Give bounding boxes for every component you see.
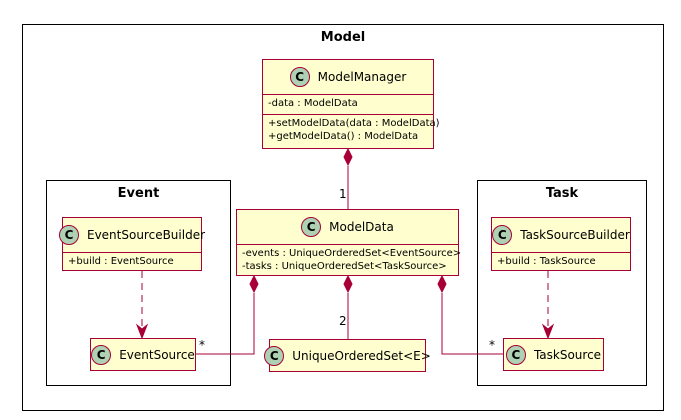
- method: +build : TaskSource: [497, 256, 596, 267]
- composition-data-eventsource: [196, 274, 259, 355]
- method: +getModelData() : ModelData: [268, 131, 419, 142]
- class-event-source-builder[interactable]: C EventSourceBuilder +build : EventSourc…: [58, 217, 206, 271]
- field: -tasks : UniqueOrderedSet<TaskSource>: [242, 261, 447, 272]
- class-icon: C: [58, 225, 79, 245]
- composition-manager-data: [343, 147, 353, 209]
- class-unique-ordered-set[interactable]: C UniqueOrderedSet<E>: [264, 339, 431, 372]
- method: +build : EventSource: [68, 256, 174, 267]
- class-methods: +setModelData(data : ModelData) +getMode…: [263, 114, 440, 145]
- class-methods: +build : TaskSource: [492, 252, 630, 270]
- field: -events : UniqueOrderedSet<EventSource>: [242, 248, 462, 259]
- class-methods: +build : EventSource: [63, 252, 201, 270]
- class-icon: C: [505, 344, 526, 365]
- class-name: ModelManager: [317, 70, 407, 84]
- class-name: EventSource: [119, 347, 195, 362]
- class-icon: C: [264, 345, 285, 366]
- package-task: Task: [477, 180, 647, 386]
- class-task-source[interactable]: C TaskSource: [503, 338, 604, 371]
- package-model-title: Model: [320, 30, 366, 45]
- package-event-title: Event: [117, 186, 160, 201]
- package-event: Event: [46, 180, 231, 386]
- class-fields: -events : UniqueOrderedSet<EventSource> …: [237, 244, 462, 275]
- field: -data : ModelData: [268, 98, 358, 109]
- multiplicity-data-set: 2: [339, 314, 347, 328]
- package-model: Model: [22, 24, 664, 411]
- class-name: UniqueOrderedSet<E>: [292, 348, 431, 363]
- class-task-source-builder[interactable]: C TaskSourceBuilder +build : TaskSource: [491, 217, 631, 271]
- class-name: ModelData: [329, 220, 394, 234]
- class-icon: C: [301, 217, 322, 237]
- class-icon: C: [492, 225, 513, 245]
- class-icon: C: [91, 344, 112, 365]
- class-name: TaskSourceBuilder: [520, 228, 630, 242]
- method: +setModelData(data : ModelData): [268, 118, 440, 129]
- class-name: TaskSource: [533, 347, 602, 362]
- multiplicity-data-events: *: [199, 338, 205, 352]
- class-name: EventSourceBuilder: [86, 228, 206, 242]
- class-fields: -data : ModelData: [263, 94, 433, 114]
- multiplicity-manager-data: 1: [339, 187, 347, 201]
- class-icon: C: [289, 67, 310, 87]
- dependency-taskbuilder-tasksource: [541, 271, 555, 340]
- composition-data-set: [343, 274, 353, 339]
- multiplicity-data-tasks: *: [489, 338, 495, 352]
- dependency-eventbuilder-eventsource: [135, 271, 149, 340]
- package-task-title: Task: [545, 186, 579, 201]
- class-model-data[interactable]: C ModelData -events : UniqueOrderedSet<E…: [236, 209, 462, 276]
- class-model-manager[interactable]: C ModelManager -data : ModelData +setMod…: [262, 59, 440, 149]
- class-event-source[interactable]: C EventSource: [90, 338, 196, 371]
- composition-data-tasksource: [437, 274, 503, 355]
